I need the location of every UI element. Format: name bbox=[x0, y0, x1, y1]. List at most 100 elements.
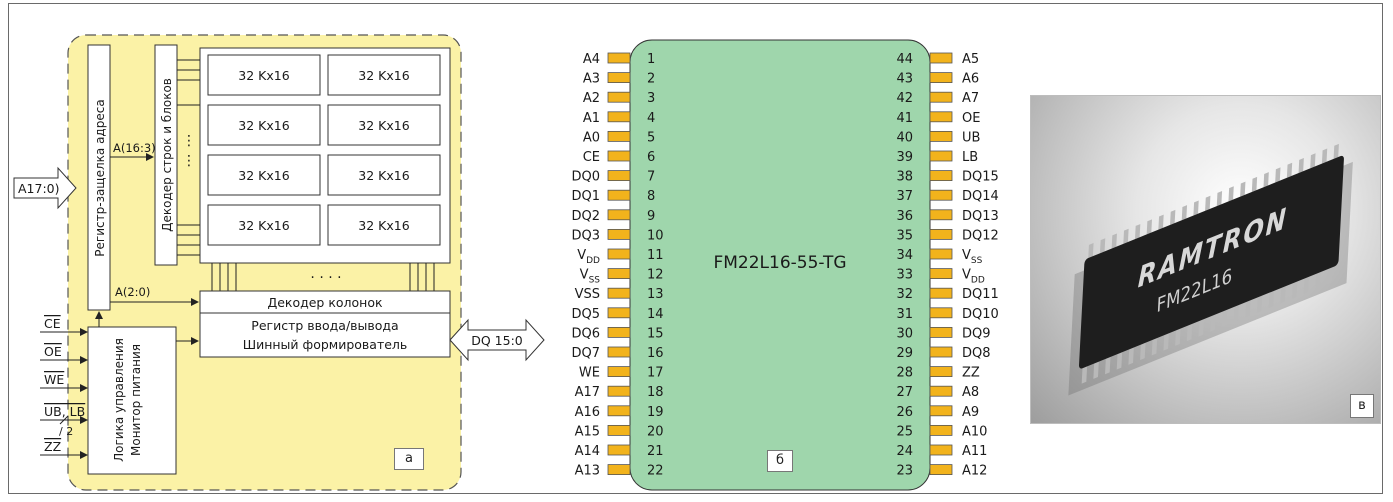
chip-name: FM22L16-55-TG bbox=[713, 253, 846, 273]
pin-lead bbox=[930, 465, 952, 475]
pin-number: 13 bbox=[647, 287, 664, 302]
pin-name-main: VSS bbox=[575, 287, 600, 302]
signal-label: WE bbox=[44, 372, 64, 387]
photo-leg bbox=[1299, 158, 1304, 173]
pin-number: 39 bbox=[896, 150, 913, 165]
pin-name-sub: DD bbox=[586, 256, 600, 266]
signal-label: UB, LB bbox=[44, 404, 85, 419]
pin-number: 3 bbox=[647, 91, 655, 106]
pin-name: A10 bbox=[962, 424, 987, 439]
signal-label: ZZ bbox=[44, 439, 61, 454]
pin-lead bbox=[930, 288, 952, 298]
pin-lead bbox=[930, 367, 952, 377]
pin-lead bbox=[608, 308, 630, 318]
pin-name-main: V bbox=[580, 268, 589, 283]
photo-leg bbox=[1175, 329, 1180, 346]
pin-name: A6 bbox=[962, 72, 979, 87]
pin-number: 6 bbox=[647, 150, 655, 165]
photo-leg bbox=[1234, 305, 1239, 322]
pin-number: 43 bbox=[896, 72, 913, 87]
io-register-label: Регистр ввода/вывода bbox=[251, 318, 398, 333]
pin-name: A17 bbox=[575, 385, 600, 400]
pin-lead bbox=[608, 151, 630, 161]
pin-name-main: UB bbox=[962, 130, 980, 145]
photo-leg bbox=[1082, 366, 1087, 383]
pin-name: DQ3 bbox=[571, 228, 600, 243]
pin-name-main: DQ10 bbox=[962, 307, 999, 322]
pin-name-main: A11 bbox=[962, 444, 987, 459]
bus-driver-label: Шинный формирователь bbox=[243, 337, 408, 352]
pin-name: DQ9 bbox=[962, 326, 991, 341]
dq-bus-label: DQ 15:0 bbox=[471, 333, 523, 348]
pin-number: 24 bbox=[896, 444, 913, 459]
pin-lead bbox=[608, 327, 630, 337]
pin-name-main: DQ5 bbox=[571, 307, 600, 322]
pin-number: 28 bbox=[896, 366, 913, 381]
pin-name-main: A13 bbox=[575, 464, 600, 479]
pin-name: A12 bbox=[962, 464, 987, 479]
pin-lead bbox=[608, 53, 630, 63]
memory-cell-label: 32 Kx16 bbox=[358, 118, 409, 133]
pin-lead bbox=[608, 131, 630, 141]
tag-b: б bbox=[767, 450, 793, 472]
pin-number: 1 bbox=[647, 52, 655, 67]
pin-number: 20 bbox=[647, 424, 664, 439]
photo-leg bbox=[1269, 291, 1274, 308]
address-input-label: A17:0) bbox=[18, 181, 60, 196]
pin-number: 25 bbox=[896, 424, 913, 439]
pin-name-main: CE bbox=[583, 150, 600, 165]
word-line-dots-2: ⋮ bbox=[182, 153, 196, 169]
pin-lead bbox=[608, 367, 630, 377]
pin-name-main: ZZ bbox=[962, 366, 980, 381]
pin-number: 27 bbox=[896, 385, 913, 400]
pin-number: 34 bbox=[896, 248, 913, 263]
pin-number: 4 bbox=[647, 111, 655, 126]
pin-name-main: V bbox=[962, 248, 971, 263]
pin-name: OE bbox=[962, 111, 980, 126]
pin-lead bbox=[608, 269, 630, 279]
photo-leg bbox=[1304, 277, 1309, 294]
pin-name-main: DQ2 bbox=[571, 209, 600, 224]
pin-name-main: DQ14 bbox=[962, 189, 999, 204]
pin-lead bbox=[608, 465, 630, 475]
pin-lead bbox=[608, 92, 630, 102]
pin-name: A0 bbox=[583, 130, 600, 145]
photo-leg bbox=[1152, 338, 1157, 355]
pin-name: DQ7 bbox=[571, 346, 600, 361]
pin-name: DQ14 bbox=[962, 189, 999, 204]
pin-name-main: A1 bbox=[583, 111, 600, 126]
chip-photo: RAMTRON FM22L16 bbox=[1030, 95, 1381, 424]
pin-number: 44 bbox=[896, 52, 913, 67]
pin-name-main: A10 bbox=[962, 424, 987, 439]
memory-cell-label: 32 Kx16 bbox=[238, 168, 289, 183]
pin-name-sub: SS bbox=[971, 256, 983, 266]
pin-name: DQ2 bbox=[571, 209, 600, 224]
pin-lead bbox=[930, 308, 952, 318]
pin-number: 7 bbox=[647, 170, 655, 185]
pin-name-main: A4 bbox=[583, 52, 600, 67]
pin-lead bbox=[608, 386, 630, 396]
pin-name: VDD bbox=[962, 268, 985, 286]
pin-name: DQ10 bbox=[962, 307, 999, 322]
pin-name: A4 bbox=[583, 52, 600, 67]
pin-name: DQ0 bbox=[571, 170, 600, 185]
pin-name-main: A7 bbox=[962, 91, 979, 106]
pin-name-main: A9 bbox=[962, 405, 979, 420]
photo-leg bbox=[1112, 234, 1117, 249]
pin-lead bbox=[930, 112, 952, 122]
pin-name-main: A12 bbox=[962, 464, 987, 479]
pin-name-main: A17 bbox=[575, 385, 600, 400]
pin-number: 10 bbox=[647, 228, 664, 243]
pin-name-main: A5 bbox=[962, 52, 979, 67]
pin-name: A15 bbox=[575, 424, 600, 439]
memory-cell-label: 32 Kx16 bbox=[238, 68, 289, 83]
pin-name: DQ13 bbox=[962, 209, 999, 224]
photo-leg bbox=[1210, 314, 1215, 331]
photo-leg bbox=[1187, 324, 1192, 341]
photo-leg bbox=[1147, 219, 1152, 234]
bus-a16-3-label: A(16:3) bbox=[113, 141, 156, 155]
pin-number: 16 bbox=[647, 346, 664, 361]
pin-name: VSS bbox=[575, 287, 600, 302]
pin-number: 26 bbox=[896, 405, 913, 420]
photo-leg bbox=[1292, 281, 1297, 298]
